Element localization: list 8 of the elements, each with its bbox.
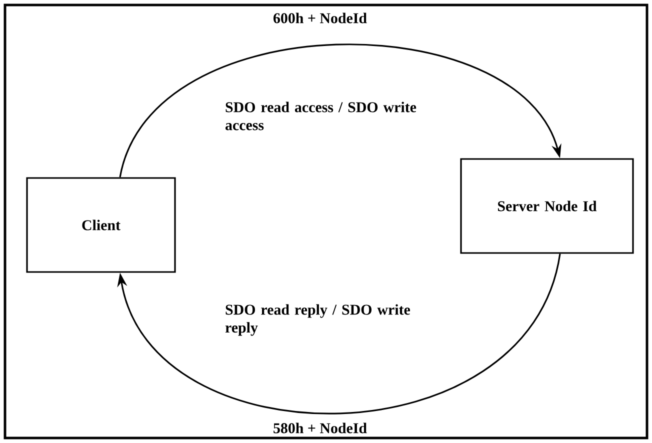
edge-label: 580h + NodeId: [274, 422, 367, 434]
note-text: SDO read reply / SDO write reply: [225, 304, 410, 336]
edge-label: 600h + NodeId: [274, 12, 367, 24]
arrow: [119, 44, 562, 178]
process-box: Server Node Id: [460, 158, 634, 254]
note-text: SDO read access / SDO write access: [226, 102, 416, 130]
process-box: Client: [26, 177, 176, 273]
arrow: [117, 254, 561, 414]
